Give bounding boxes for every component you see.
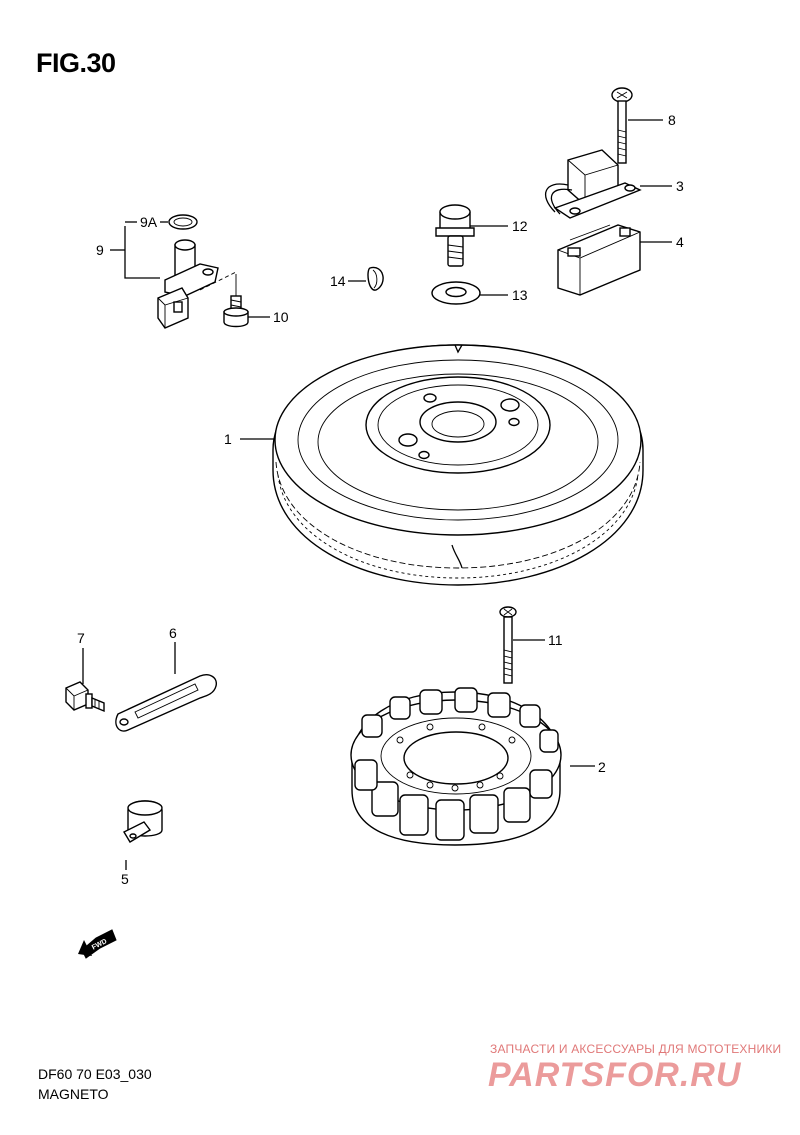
callout-3: 3 (676, 178, 684, 194)
callout-13: 13 (512, 287, 528, 303)
flywheel-part-1 (272, 344, 644, 586)
callout-7: 7 (77, 630, 85, 646)
callout-11: 11 (548, 632, 563, 648)
callout-4: 4 (676, 234, 684, 250)
pulser-coil-part-3 (545, 149, 642, 219)
watermark-tagline: ЗАПЧАСТИ И АКСЕССУАРЫ ДЛЯ МОТОТЕХНИКИ (490, 1042, 782, 1056)
callout-10: 10 (273, 309, 289, 325)
fwd-arrow-icon: FWD (78, 929, 117, 959)
callout-9: 9 (96, 242, 104, 258)
washer-part-13 (431, 281, 481, 305)
stator-screw-part-11 (499, 606, 517, 684)
sensor-bolt-part-10 (223, 274, 249, 328)
spacer-part-4 (557, 224, 641, 296)
flywheel-bolt-part-12 (435, 204, 475, 267)
callout-14: 14 (330, 273, 346, 289)
leader-lines (82, 119, 672, 870)
watermark-logo: PARTSFOR.RU (488, 1056, 742, 1094)
callout-1: 1 (224, 431, 232, 447)
clamp-part-5 (123, 800, 163, 843)
strap-part-6 (115, 674, 217, 732)
callout-12: 12 (512, 218, 528, 234)
callout-9a: 9A (140, 214, 158, 230)
callout-5: 5 (121, 871, 129, 887)
model-code: DF60 70 E03_030 (38, 1066, 152, 1082)
sensor-part-9 (157, 214, 237, 329)
section-name: MAGNETO (38, 1086, 109, 1102)
key-part-14 (367, 266, 384, 291)
figure-title: FIG.30 (36, 48, 116, 78)
bolt-part-7 (65, 681, 105, 713)
callout-6: 6 (169, 625, 177, 641)
stator-part-2 (350, 687, 562, 846)
pulser-screw-part-8 (611, 87, 633, 164)
callout-2: 2 (598, 759, 606, 775)
callout-8: 8 (668, 112, 676, 128)
